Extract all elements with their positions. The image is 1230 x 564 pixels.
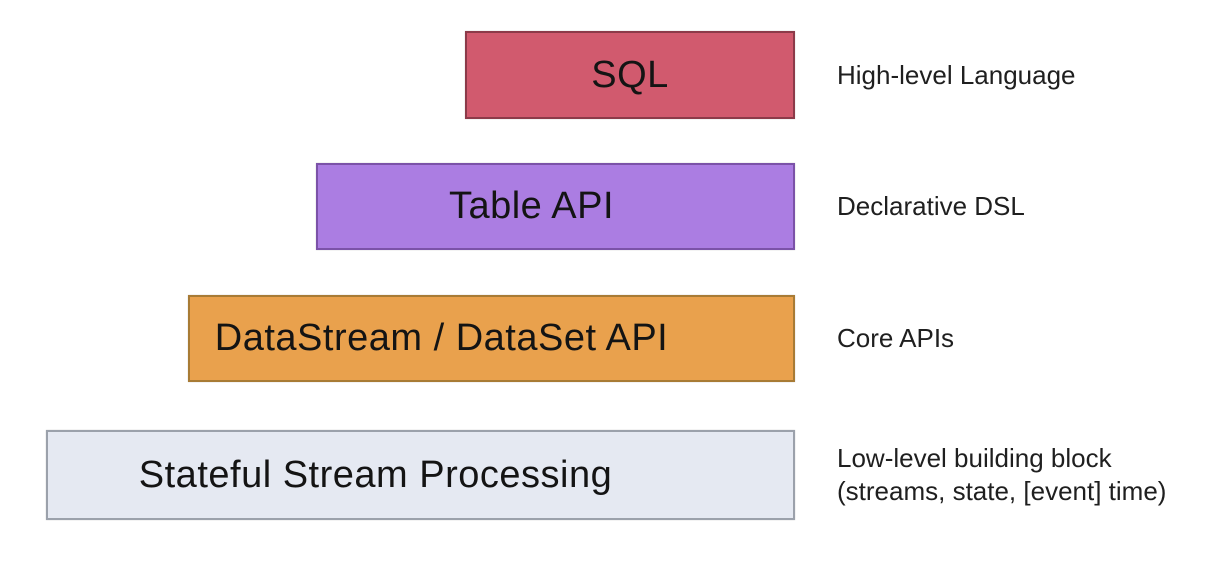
layer-label-table-api: Table API <box>448 185 615 227</box>
layer-box-sql: SQL <box>465 31 795 119</box>
layer-annotation-low-level-building-block: Low-level building block (streams, state… <box>837 442 1166 508</box>
annotation-line: High-level Language <box>837 60 1076 90</box>
layer-box-stateful-stream-processing: Stateful Stream Processing <box>46 430 795 520</box>
layer-label-datastream-dataset-api: DataStream / DataSet API <box>214 317 669 359</box>
layer-annotation-core-apis: Core APIs <box>837 322 954 355</box>
annotation-line: (streams, state, [event] time) <box>837 476 1167 506</box>
annotation-line: Declarative DSL <box>837 191 1025 221</box>
layer-label-sql: SQL <box>591 53 669 96</box>
annotation-line: Low-level building block <box>837 443 1112 473</box>
layer-annotation-declarative-dsl: Declarative DSL <box>837 190 1025 223</box>
layer-box-table-api: Table API <box>316 163 795 250</box>
annotation-line: Core APIs <box>837 323 955 353</box>
layer-label-stateful-stream-processing: Stateful Stream Processing <box>138 453 613 496</box>
layer-annotation-high-level-language: High-level Language <box>837 59 1076 92</box>
layer-box-datastream-dataset-api: DataStream / DataSet API <box>188 295 795 382</box>
